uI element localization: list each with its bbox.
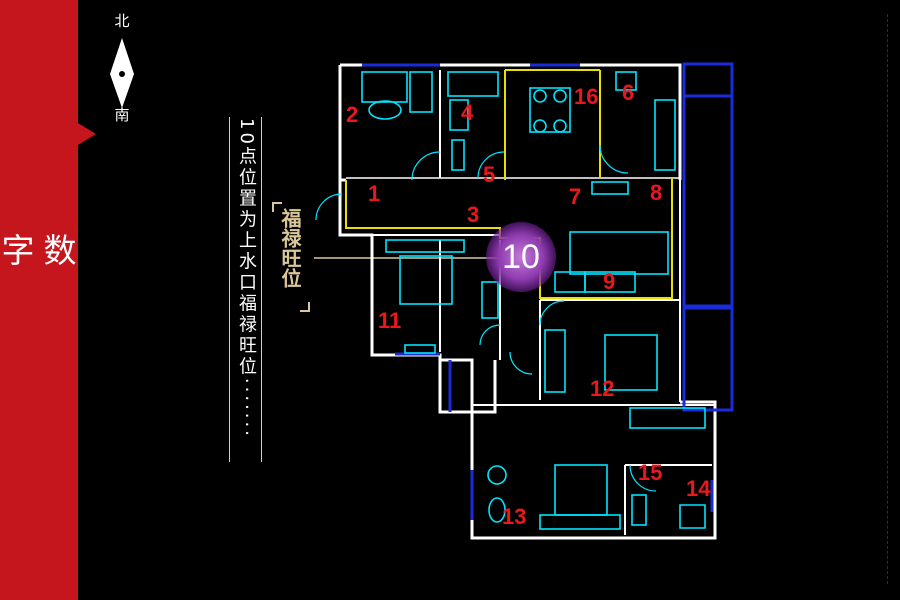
- room-number: 12: [590, 376, 615, 401]
- room-number: 9: [603, 269, 616, 294]
- room-number: 3: [467, 202, 480, 227]
- compass-north-label: 北: [114, 12, 130, 30]
- callout-bracket-bottom: [300, 302, 310, 312]
- room-number: 1: [368, 181, 381, 206]
- room-number: 2: [346, 102, 359, 127]
- room-number: 5: [483, 162, 496, 187]
- sidebar-title: 数 字 为 国 学 布 局 位 置 三: [0, 70, 78, 430]
- callout-bracket-top: [272, 202, 282, 212]
- frame-border-dashed: [886, 14, 888, 584]
- room-number: 15: [638, 460, 663, 485]
- compass-south-label: 南: [114, 106, 130, 124]
- title-char: 数: [38, 233, 77, 267]
- room-number: 8: [650, 180, 663, 205]
- room-number: 14: [686, 476, 711, 501]
- position-note: 10点位置为上水口福禄旺位·······: [236, 118, 257, 439]
- room-number: 7: [569, 184, 582, 209]
- title-char: 字: [0, 233, 35, 267]
- fortune-spot-number: 10: [502, 238, 540, 276]
- room-number: 11: [378, 308, 402, 333]
- compass: 北 南: [104, 8, 140, 128]
- fortune-spot-highlight: [486, 222, 556, 292]
- room-number: 16: [574, 84, 599, 109]
- note-rule-left: [229, 117, 230, 462]
- fortune-callout-label: 福禄旺位: [278, 208, 302, 288]
- room-number: 6: [622, 80, 635, 105]
- compass-needle-icon: [110, 38, 134, 108]
- note-rule-right: [261, 117, 262, 462]
- sidebar-banner: 数 字 为 国 学 布 局 位 置 三: [0, 0, 96, 600]
- room-number: 4: [461, 100, 474, 125]
- sidebar-pointer: [78, 123, 96, 145]
- room-number: 13: [502, 504, 527, 529]
